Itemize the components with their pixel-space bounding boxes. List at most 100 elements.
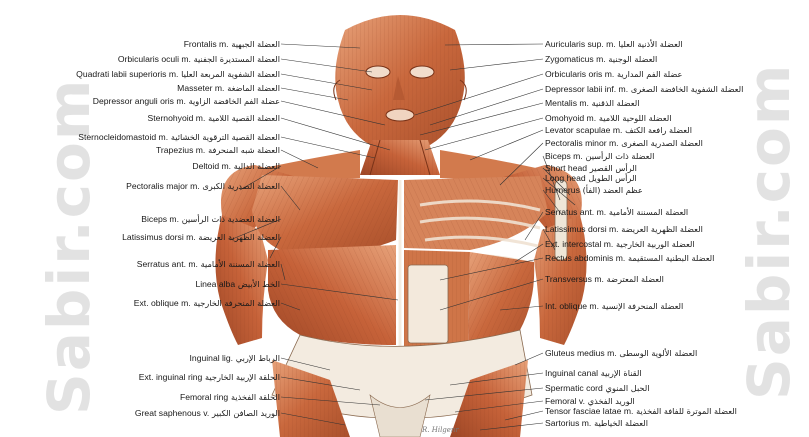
label-left: Femoral ring الحلقة الفخذية xyxy=(180,392,280,403)
label-arabic: العضلة ذات الرأسين xyxy=(585,151,654,161)
label-left: Great saphenous v. الوريد الصافن الكبير xyxy=(135,408,280,419)
label-latin: Sartorius m. xyxy=(545,418,591,428)
label-arabic: العضلة الشفوية المربعة العليا xyxy=(181,69,280,79)
label-left: Ext. oblique m. العضلة المنحرفة الخارجية xyxy=(134,298,280,309)
label-arabic: العضلة الصدرية الصغرى xyxy=(621,138,703,148)
label-arabic: الرباط الإربي xyxy=(236,353,280,363)
label-arabic: القناة الإربية xyxy=(601,368,642,378)
label-arabic: الوريد الصافن الكبير xyxy=(212,408,280,418)
label-arabic: العضلة الموترة للفافة الفخذية xyxy=(636,406,737,416)
label-arabic: العضلة المسننة الأمامية xyxy=(609,207,688,217)
label-latin: Latissimus dorsi m. xyxy=(122,232,196,242)
label-arabic: العضلة القصية اللامية xyxy=(208,113,280,123)
label-right: Biceps m. العضلة ذات الرأسين xyxy=(545,151,654,162)
label-left: Depressor anguli oris m. عضلة الفم الخاف… xyxy=(93,96,280,107)
label-arabic: العضلة الدالية xyxy=(234,161,280,171)
label-right: Rectus abdominis m. العضلة البطنية المست… xyxy=(545,253,714,264)
label-right: Levator scapulae m. العضلة رافعة الكتف xyxy=(545,125,692,136)
label-latin: Orbicularis oris m. xyxy=(545,69,614,79)
label-arabic: الرأس الطويل xyxy=(588,173,636,183)
label-latin: Femoral ring xyxy=(180,392,228,402)
label-arabic: العضلة الذقنية xyxy=(592,98,640,108)
label-arabic: العضلة الصدرية الكبرى xyxy=(202,181,280,191)
label-latin: Femoral v. xyxy=(545,396,585,406)
label-left: Sternocleidomastoid m. العضلة القصية الت… xyxy=(78,132,280,143)
label-latin: Masseter m. xyxy=(177,83,224,93)
label-latin: Sternocleidomastoid m. xyxy=(78,132,168,142)
label-left: Orbicularis oculi m. العضلة المستديرة ال… xyxy=(118,54,280,65)
label-right: Ext. intercostal m. العضلة الوربية الخار… xyxy=(545,239,695,250)
label-arabic: العضلة المسننة الأمامية xyxy=(201,259,280,269)
label-right: Humerus عظم العضد (الفأ) xyxy=(545,185,643,196)
label-latin: Pectoralis minor m. xyxy=(545,138,619,148)
label-arabic: الحبل المنوي xyxy=(606,383,650,393)
label-left: Sternohyoid m. العضلة القصية اللامية xyxy=(148,113,280,124)
label-left: Latissimus dorsi m. العضلة الظهرية العري… xyxy=(122,232,280,243)
label-arabic: العضلة الماضغة xyxy=(227,83,280,93)
label-right: Mentalis m. العضلة الذقنية xyxy=(545,98,640,109)
label-left: Deltoid m. العضلة الدالية xyxy=(192,161,280,172)
watermark-right: Sabir.com xyxy=(735,63,803,400)
label-right: Depressor labii inf. m. العضلة الشفوية ا… xyxy=(545,84,743,95)
label-right: Long head الرأس الطويل xyxy=(545,173,637,184)
label-latin: Quadrati labii superioris m. xyxy=(76,69,178,79)
label-latin: Tensor fasciae latae m. xyxy=(545,406,633,416)
label-latin: Biceps m. xyxy=(141,214,179,224)
label-arabic: العضلة شبه المنحرفة xyxy=(208,145,280,155)
label-left: Linea alba الخط الأبيض xyxy=(195,279,280,290)
label-latin: Frontalis m. xyxy=(184,39,229,49)
label-left: Biceps m. العضلة العضدية ذات الرأسين xyxy=(141,214,280,225)
label-left: Serratus ant. m. العضلة المسننة الأمامية xyxy=(137,259,280,270)
label-latin: Transversus m. xyxy=(545,274,604,284)
label-arabic: العضلة الخياطية xyxy=(594,418,648,428)
label-right: Gluteus medius m. العضلة الألوية الوسطى xyxy=(545,348,697,359)
label-arabic: العضلة المعترضة xyxy=(607,274,664,284)
label-left: Trapezius m. العضلة شبه المنحرفة xyxy=(156,145,280,156)
label-latin: Great saphenous v. xyxy=(135,408,209,418)
label-latin: Inguinal lig. xyxy=(190,353,233,363)
label-arabic: العضلة المنحرفة الخارجية xyxy=(193,298,280,308)
label-latin: Humerus xyxy=(545,185,580,195)
label-arabic: العضلة رافعة الكتف xyxy=(625,125,692,135)
label-latin: Auricularis sup. m. xyxy=(545,39,616,49)
label-latin: Biceps m. xyxy=(545,151,583,161)
label-left: Inguinal lig. الرباط الإربي xyxy=(190,353,280,364)
label-arabic: الخط الأبيض xyxy=(238,279,280,289)
label-arabic: العضلة الشفوية الخافضة الصغرى xyxy=(631,84,744,94)
label-right: Inguinal canal القناة الإربية xyxy=(545,368,642,379)
label-latin: Serratus ant. m. xyxy=(137,259,198,269)
watermark-left: Sabir.com xyxy=(35,78,103,415)
label-arabic: العضلة المستديرة الجفنية xyxy=(194,54,280,64)
label-arabic: عضلة الفم الخافضة الزاوية xyxy=(189,96,280,106)
label-latin: Sternohyoid m. xyxy=(148,113,206,123)
label-latin: Gluteus medius m. xyxy=(545,348,617,358)
leader-line xyxy=(450,59,543,70)
label-arabic: العضلة اللوحية اللامية xyxy=(599,113,672,123)
label-right: Int. oblique m. العضلة المنحرفة الإنسية xyxy=(545,301,683,312)
label-latin: Rectus abdominis m. xyxy=(545,253,625,263)
label-arabic: العضلة الوجنية xyxy=(608,54,657,64)
label-arabic: عضلة الفم المدارية xyxy=(617,69,682,79)
label-left: Masseter m. العضلة الماضغة xyxy=(177,83,280,94)
label-left: Pectoralis major m. العضلة الصدرية الكبر… xyxy=(126,181,280,192)
label-latin: Levator scapulae m. xyxy=(545,125,622,135)
label-arabic: الوريد الفخذي xyxy=(588,396,635,406)
label-right: Tensor fasciae latae m. العضلة الموترة ل… xyxy=(545,406,737,417)
label-arabic: الرأس القصير xyxy=(590,163,637,173)
label-arabic: العضلة الظهرية العريضة xyxy=(198,232,280,242)
label-latin: Mentalis m. xyxy=(545,98,589,108)
illustrator-signature: R. Hilgenr xyxy=(422,426,459,434)
left-eye xyxy=(366,66,390,78)
label-latin: Trapezius m. xyxy=(156,145,205,155)
leader-line xyxy=(281,137,375,158)
label-right: Pectoralis minor m. العضلة الصدرية الصغر… xyxy=(545,138,703,149)
label-arabic: العضلة الألوية الوسطى xyxy=(619,348,697,358)
label-latin: Ext. intercostal m. xyxy=(545,239,613,249)
label-arabic: العضلة المنحرفة الإنسية xyxy=(602,301,684,311)
label-arabic: العضلة الجبهية xyxy=(231,39,280,49)
label-latin: Latissimus dorsi m. xyxy=(545,224,619,234)
label-latin: Ext. inguinal ring xyxy=(139,372,203,382)
label-right: Zygomaticus m. العضلة الوجنية xyxy=(545,54,657,65)
